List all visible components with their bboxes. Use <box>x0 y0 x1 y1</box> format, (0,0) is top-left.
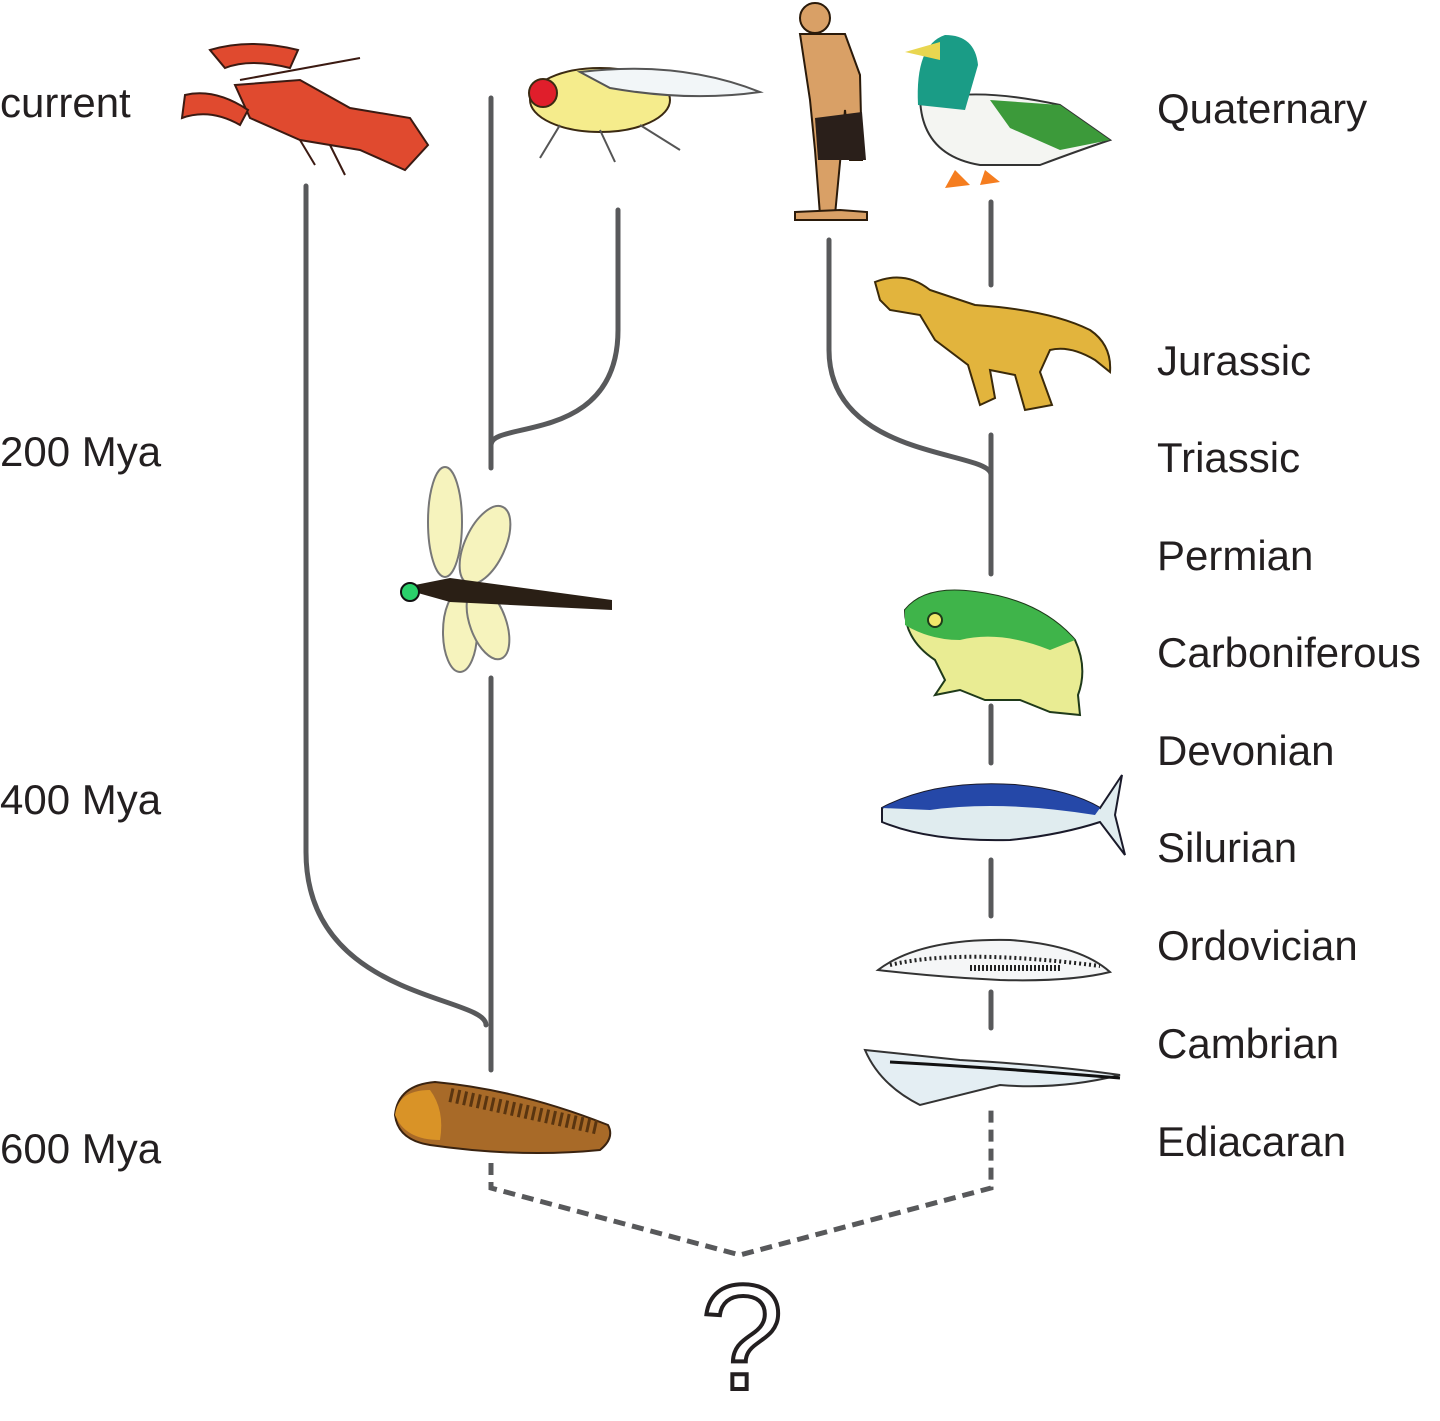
tuna-fish-icon <box>881 774 1126 856</box>
period-label-ordovician: Ordovician <box>1157 922 1358 969</box>
dragonfly-icon <box>400 466 612 673</box>
period-label-ediacaran: Ediacaran <box>1157 1118 1347 1165</box>
dinosaur-icon <box>873 276 1112 412</box>
crayfish-branch <box>303 183 489 1028</box>
time-label-current: current <box>0 79 131 126</box>
human-branch <box>826 237 994 478</box>
period-label-jurassic: Jurassic <box>1157 337 1312 384</box>
period-label-cambrian: Cambrian <box>1157 1020 1340 1067</box>
fruit-fly-icon <box>528 67 764 163</box>
trilobite-icon <box>393 1080 612 1155</box>
time-label-400-mya: 400 Mya <box>0 776 162 823</box>
early-chordate-icon <box>863 1048 1121 1107</box>
period-label-permian: Permian <box>1157 532 1314 579</box>
period-label-triassic: Triassic <box>1157 434 1301 481</box>
crayfish-icon <box>180 43 430 176</box>
duck-icon <box>905 35 1113 188</box>
fly-branch <box>488 207 621 448</box>
lancelet-icon <box>875 938 1113 982</box>
period-label-devonian: Devonian <box>1157 727 1335 774</box>
period-label-quaternary: Quaternary <box>1157 85 1368 132</box>
unknown-ancestor-question-mark: ? <box>698 1253 785 1421</box>
time-label-200-mya: 200 Mya <box>0 428 162 475</box>
human-icon <box>794 2 868 221</box>
period-label-silurian: Silurian <box>1157 824 1298 871</box>
time-label-600-mya: 600 Mya <box>0 1125 162 1172</box>
frog-icon <box>903 589 1084 717</box>
period-label-carboniferous: Carboniferous <box>1157 629 1421 676</box>
